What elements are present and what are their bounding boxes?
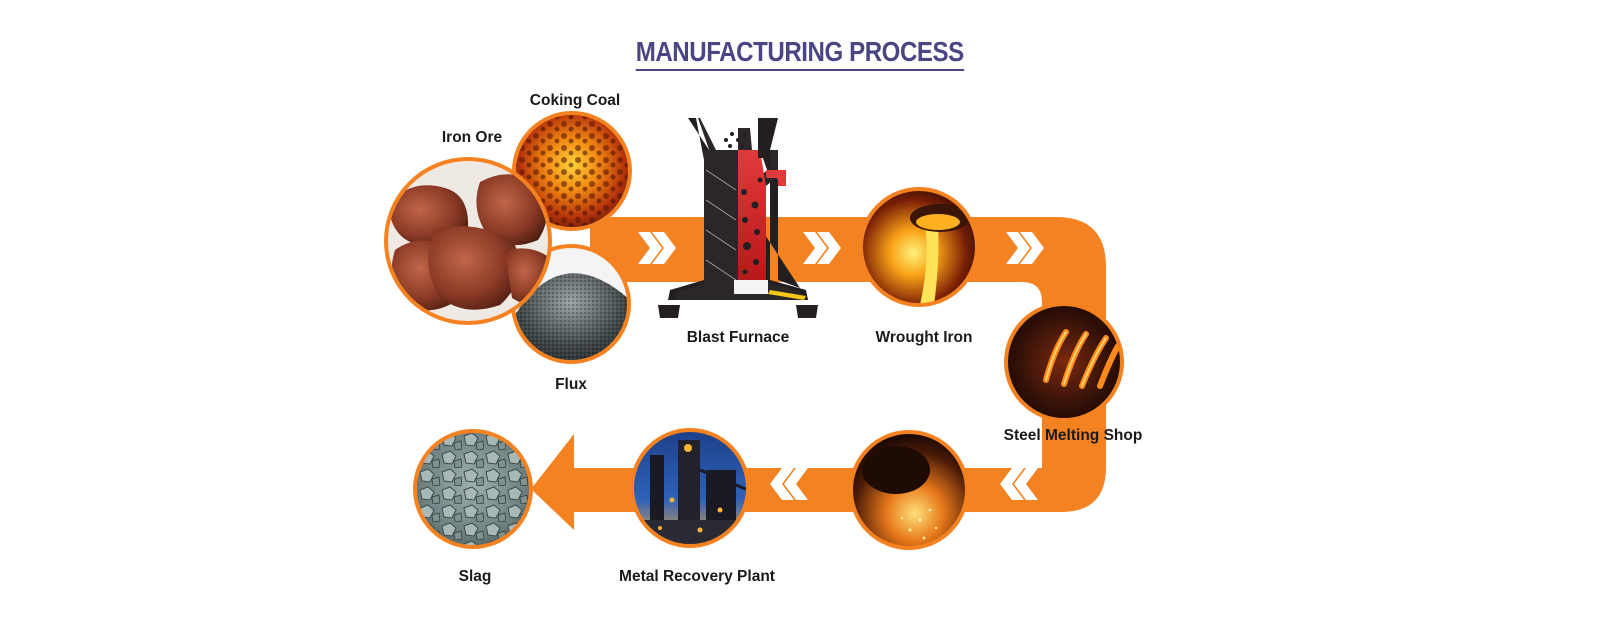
- label-blast-furnace: Blast Furnace: [686, 329, 790, 346]
- coking-coal-node: [512, 111, 632, 231]
- metal-recovery-plant-node: [630, 428, 750, 548]
- slag-node: [413, 429, 533, 549]
- label-iron-ore: Iron Ore: [441, 129, 503, 146]
- iron-ore-node: [384, 157, 552, 325]
- double-chevron-icon: [770, 468, 808, 500]
- flow-path: [531, 217, 1106, 530]
- label-coking-coal: Coking Coal: [529, 92, 621, 109]
- diagram-title: MANUFACTURING PROCESS: [0, 36, 1600, 71]
- double-chevron-icon: [803, 232, 841, 264]
- double-chevron-icon: [638, 232, 676, 264]
- label-flux: Flux: [555, 376, 587, 393]
- label-steel-melting-shop: Steel Melting Shop: [1003, 427, 1143, 444]
- double-chevron-icon: [1000, 468, 1038, 500]
- label-wrought-iron: Wrought Iron: [875, 329, 973, 346]
- ladle-node: [849, 430, 969, 550]
- wrought-iron-node: [859, 187, 979, 307]
- flow-band: [531, 217, 1106, 530]
- label-slag: Slag: [458, 568, 492, 585]
- steel-melting-shop-node: [1004, 302, 1124, 422]
- label-metal-recovery-plant: Metal Recovery Plant: [619, 568, 775, 585]
- blast-furnace-icon: [658, 118, 818, 318]
- double-chevron-icon: [1006, 232, 1044, 264]
- page-title: MANUFACTURING PROCESS: [635, 36, 964, 71]
